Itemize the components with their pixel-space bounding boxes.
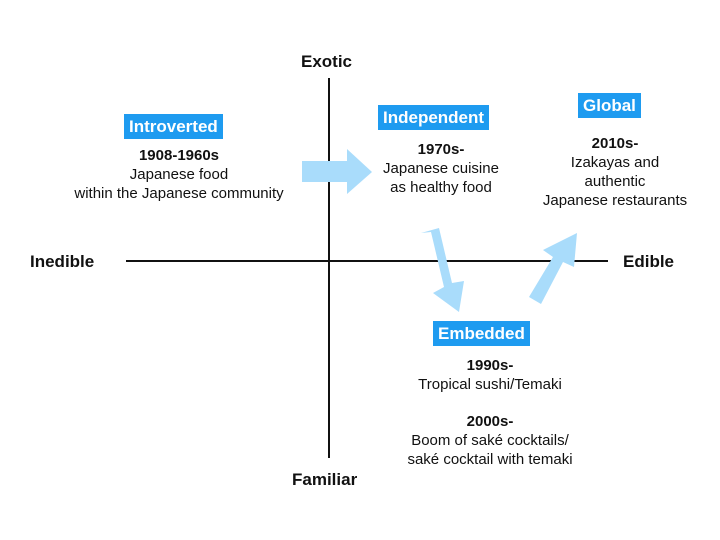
axis-label-right: Edible: [623, 252, 675, 271]
stage-text-embedded: 1990s- Tropical sushi/Temaki: [382, 356, 598, 394]
stage-era: 1990s-: [466, 357, 514, 374]
stage-tag-global: Global: [578, 93, 641, 118]
arrow-introverted-to-independent: [302, 149, 372, 194]
vertical-axis: [328, 78, 330, 458]
stage-line: Izakayas and: [570, 154, 660, 171]
stage-line: Tropical sushi/Temaki: [418, 376, 562, 393]
axis-label-top: Exotic: [301, 52, 353, 71]
stage-text-introverted: 1908-1960s Japanese food within the Japa…: [48, 146, 310, 203]
stage-line: Boom of saké cocktails/: [411, 432, 569, 449]
stage-line: authentic: [584, 173, 646, 190]
stage-text-2000s: 2000s- Boom of saké cocktails/ saké cock…: [378, 412, 602, 469]
horizontal-axis: [126, 260, 608, 262]
stage-line: Japanese food: [129, 166, 229, 183]
stage-era: 2000s-: [466, 413, 514, 430]
arrow-embedded-to-global: [529, 233, 577, 304]
arrow-independent-to-embedded: [421, 228, 464, 312]
stage-line: Japanese restaurants: [542, 192, 688, 209]
stage-tag-independent: Independent: [378, 105, 490, 130]
stage-tag-embedded: Embedded: [433, 321, 530, 346]
stage-text-global: 2010s- Izakayas and authentic Japanese r…: [520, 134, 710, 210]
stage-era: 2010s-: [591, 135, 639, 152]
stage-tag-introverted: Introverted: [124, 114, 223, 139]
stage-era: 1908-1960s: [138, 147, 220, 164]
stage-line: saké cocktail with temaki: [407, 451, 573, 468]
stage-line: within the Japanese community: [74, 185, 284, 202]
stage-text-independent: 1970s- Japanese cuisine as healthy food: [361, 140, 521, 197]
stage-line: as healthy food: [390, 179, 492, 196]
axis-label-left: Inedible: [30, 252, 95, 271]
stage-line: Japanese cuisine: [383, 160, 499, 177]
stage-era: 1970s-: [417, 141, 465, 158]
axis-label-bottom: Familiar: [292, 470, 358, 489]
